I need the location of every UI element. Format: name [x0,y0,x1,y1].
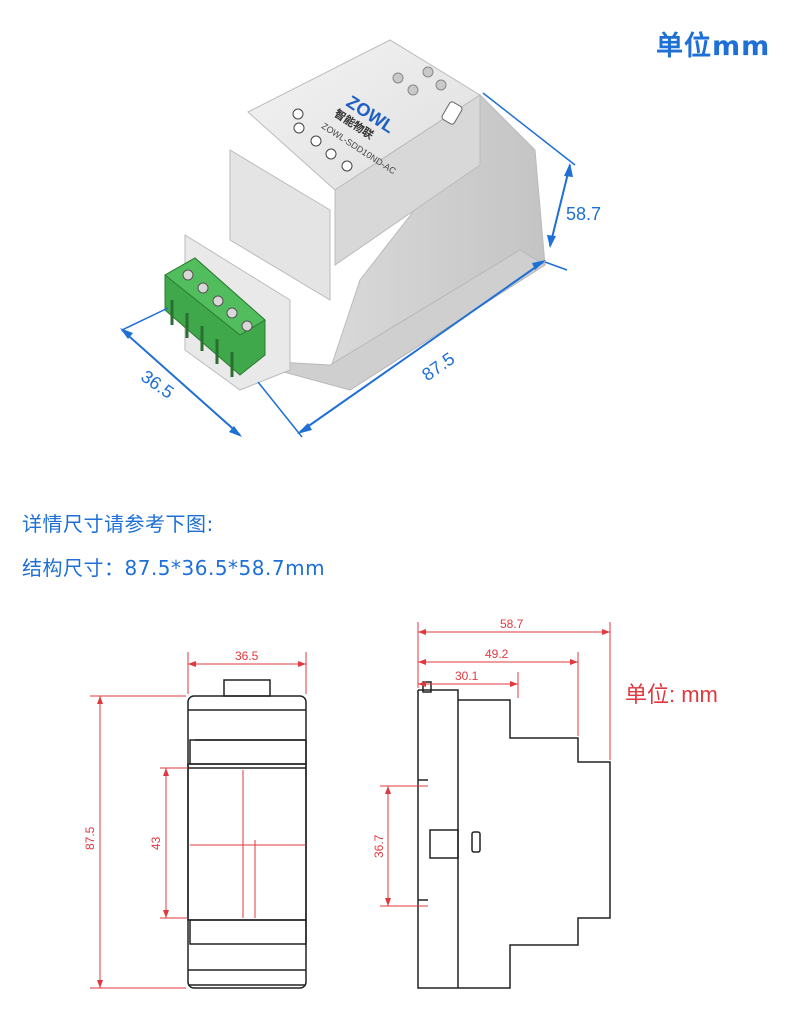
info-line-2: 结构尺寸：87.5*36.5*58.7mm [22,556,326,580]
side-rail-label: 36.7 [372,834,386,858]
dim-length-label: 87.5 [418,348,458,384]
side-depth-label: 58.7 [500,617,524,631]
drawing-unit-label: 单位: mm [625,682,718,707]
dim-height-line [549,164,571,247]
front-height-label: 87.5 [83,826,97,850]
side-view [417,681,611,989]
front-view [187,679,307,989]
product-photo: ZOWL 智能物联 ZOWL-SDD10ND-AC 58.7 87.5 36.5 [120,39,601,438]
device-mid-front [229,149,331,301]
front-window-label: 43 [149,836,163,850]
info-line-1: 详情尺寸请参考下图: [22,512,214,536]
unit-label: 单位mm [656,31,771,62]
dim-width-label: 36.5 [137,366,177,402]
side-depth-mid-label: 49.2 [485,647,509,661]
front-width-label: 36.5 [235,649,259,663]
dim-width-line [121,329,241,436]
side-depth-low-label: 30.1 [455,669,479,683]
dim-height-label: 58.7 [566,204,601,224]
dim-length-line [299,261,544,433]
device-base [239,249,546,391]
technical-drawing: 36.5 87.5 43 58.7 49.2 30.1 36.7 单位: mm [83,617,718,989]
